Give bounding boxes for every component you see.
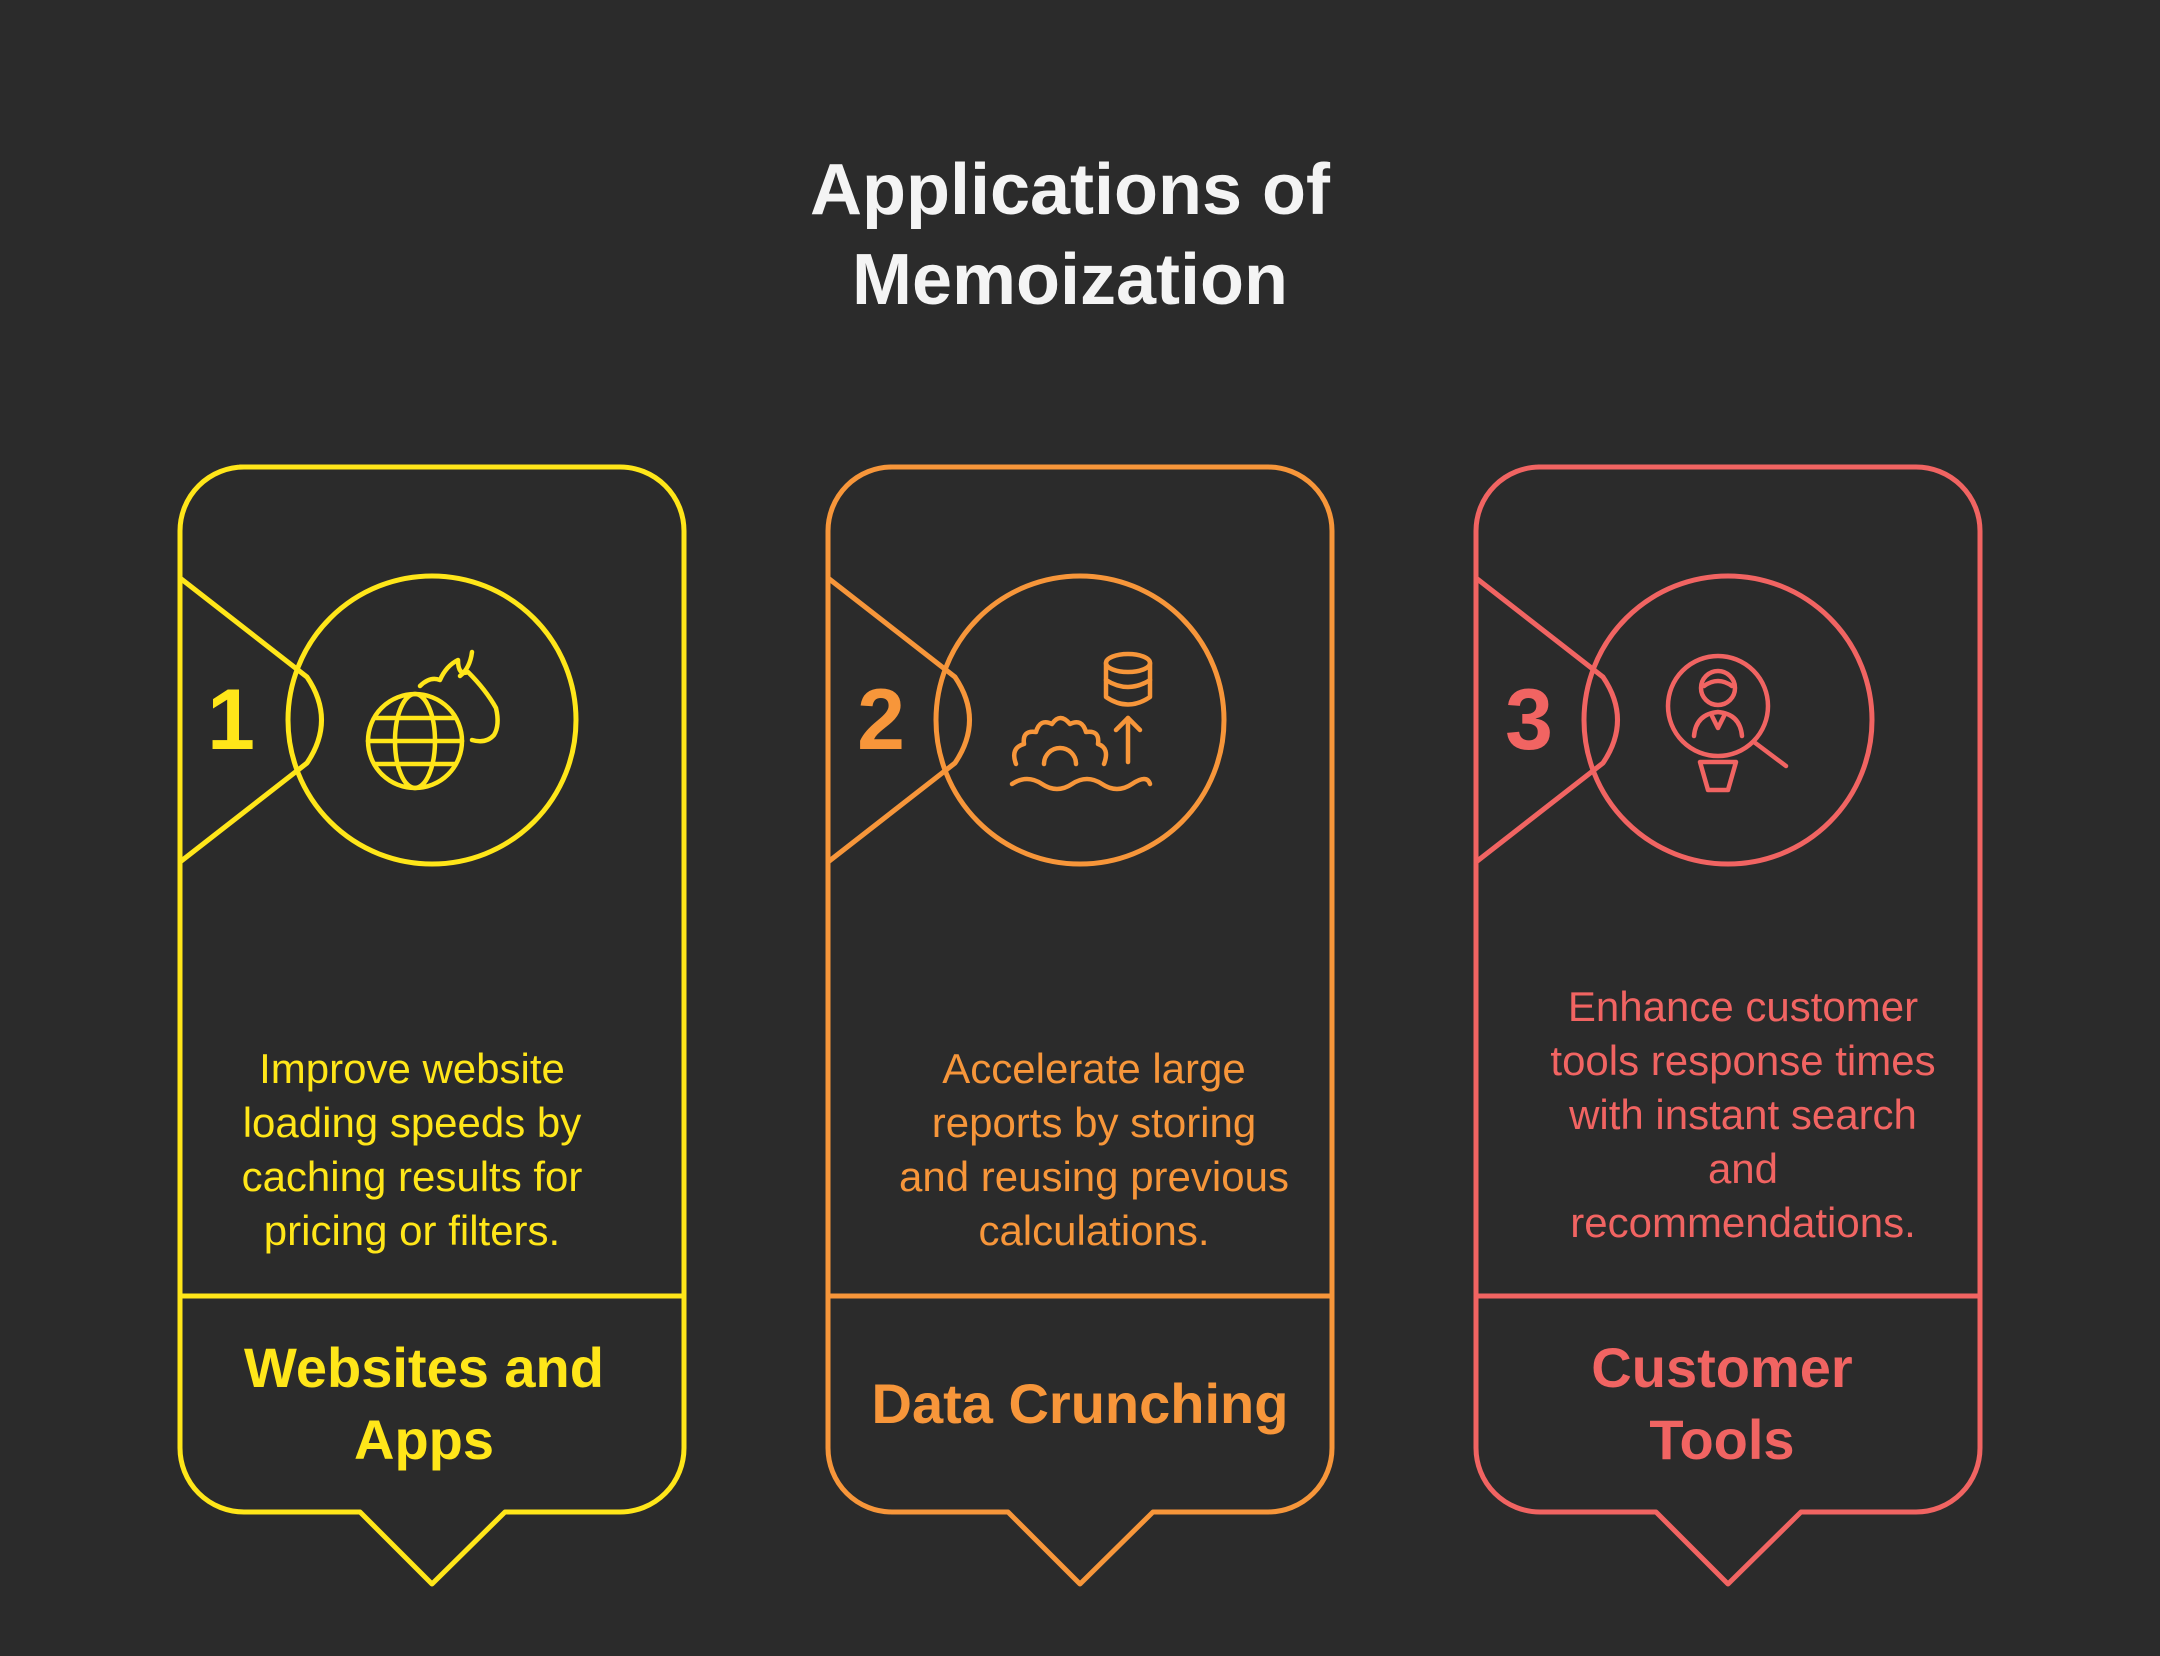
card-2-description-line: and reusing previous bbox=[899, 1153, 1289, 1200]
card-2-icon-ring bbox=[933, 573, 1227, 867]
card-1-number: 1 bbox=[207, 672, 255, 768]
card-3-description-line: with instant search bbox=[1569, 1091, 1917, 1138]
card-2-description: Accelerate large reports by storing and … bbox=[874, 1042, 1314, 1258]
card-1-shape bbox=[177, 464, 687, 1587]
card-2-description-line: reports by storing bbox=[931, 1099, 1257, 1146]
card-1-description-line: Improve website bbox=[259, 1045, 565, 1092]
card-3-label: Customer Tools bbox=[1487, 1332, 1957, 1476]
card-3-description-line: tools response times bbox=[1550, 1037, 1936, 1084]
card-1-description-line: loading speeds by bbox=[242, 1099, 582, 1146]
card-3-icon-ring bbox=[1581, 573, 1875, 867]
title-line-1: Applications of bbox=[810, 150, 1330, 230]
card-1-label: Websites and Apps bbox=[189, 1332, 659, 1476]
card-3-description-line: and bbox=[1707, 1145, 1779, 1192]
card-1-outline bbox=[177, 464, 687, 1587]
globe-fire-icon bbox=[365, 649, 500, 791]
card-3-description-line: Enhance customer bbox=[1567, 983, 1919, 1030]
card-3-number: 3 bbox=[1505, 672, 1553, 768]
card-2-label: Data Crunching bbox=[845, 1368, 1315, 1440]
card-3-outline bbox=[1473, 464, 1983, 1587]
card-1-arrow bbox=[177, 575, 324, 865]
card-2-outline bbox=[825, 464, 1335, 1587]
card-2-description-line: Accelerate large bbox=[942, 1045, 1246, 1092]
card-2-shape bbox=[825, 464, 1335, 1587]
card-1-label-line: Websites and bbox=[244, 1336, 604, 1399]
card-3-arrow bbox=[1473, 575, 1620, 865]
card-2-number: 2 bbox=[857, 672, 905, 768]
card-3-label-line: Tools bbox=[1649, 1408, 1795, 1471]
gear-database-icon bbox=[1009, 651, 1153, 792]
card-1-description-line: pricing or filters. bbox=[263, 1207, 561, 1254]
card-1-description-line: caching results for bbox=[241, 1153, 583, 1200]
card-2-description-line: calculations. bbox=[978, 1207, 1210, 1254]
card-2-arrow bbox=[825, 575, 972, 865]
card-3-label-line: Customer bbox=[1591, 1336, 1853, 1399]
card-2-label-line: Data Crunching bbox=[871, 1372, 1289, 1435]
card-3-description-line: recommendations. bbox=[1570, 1199, 1916, 1246]
card-3-shape bbox=[1473, 464, 1983, 1587]
title-line-2: Memoization bbox=[851, 240, 1288, 320]
card-1-description: Improve website loading speeds by cachin… bbox=[192, 1042, 632, 1258]
card-3-description: Enhance customer tools response times wi… bbox=[1523, 980, 1963, 1250]
card-1-icon-ring bbox=[285, 573, 579, 867]
magnifier-person-icon bbox=[1665, 653, 1789, 793]
page-title: Applications of Memoization bbox=[680, 145, 1460, 325]
card-1-label-line: Apps bbox=[354, 1408, 494, 1471]
